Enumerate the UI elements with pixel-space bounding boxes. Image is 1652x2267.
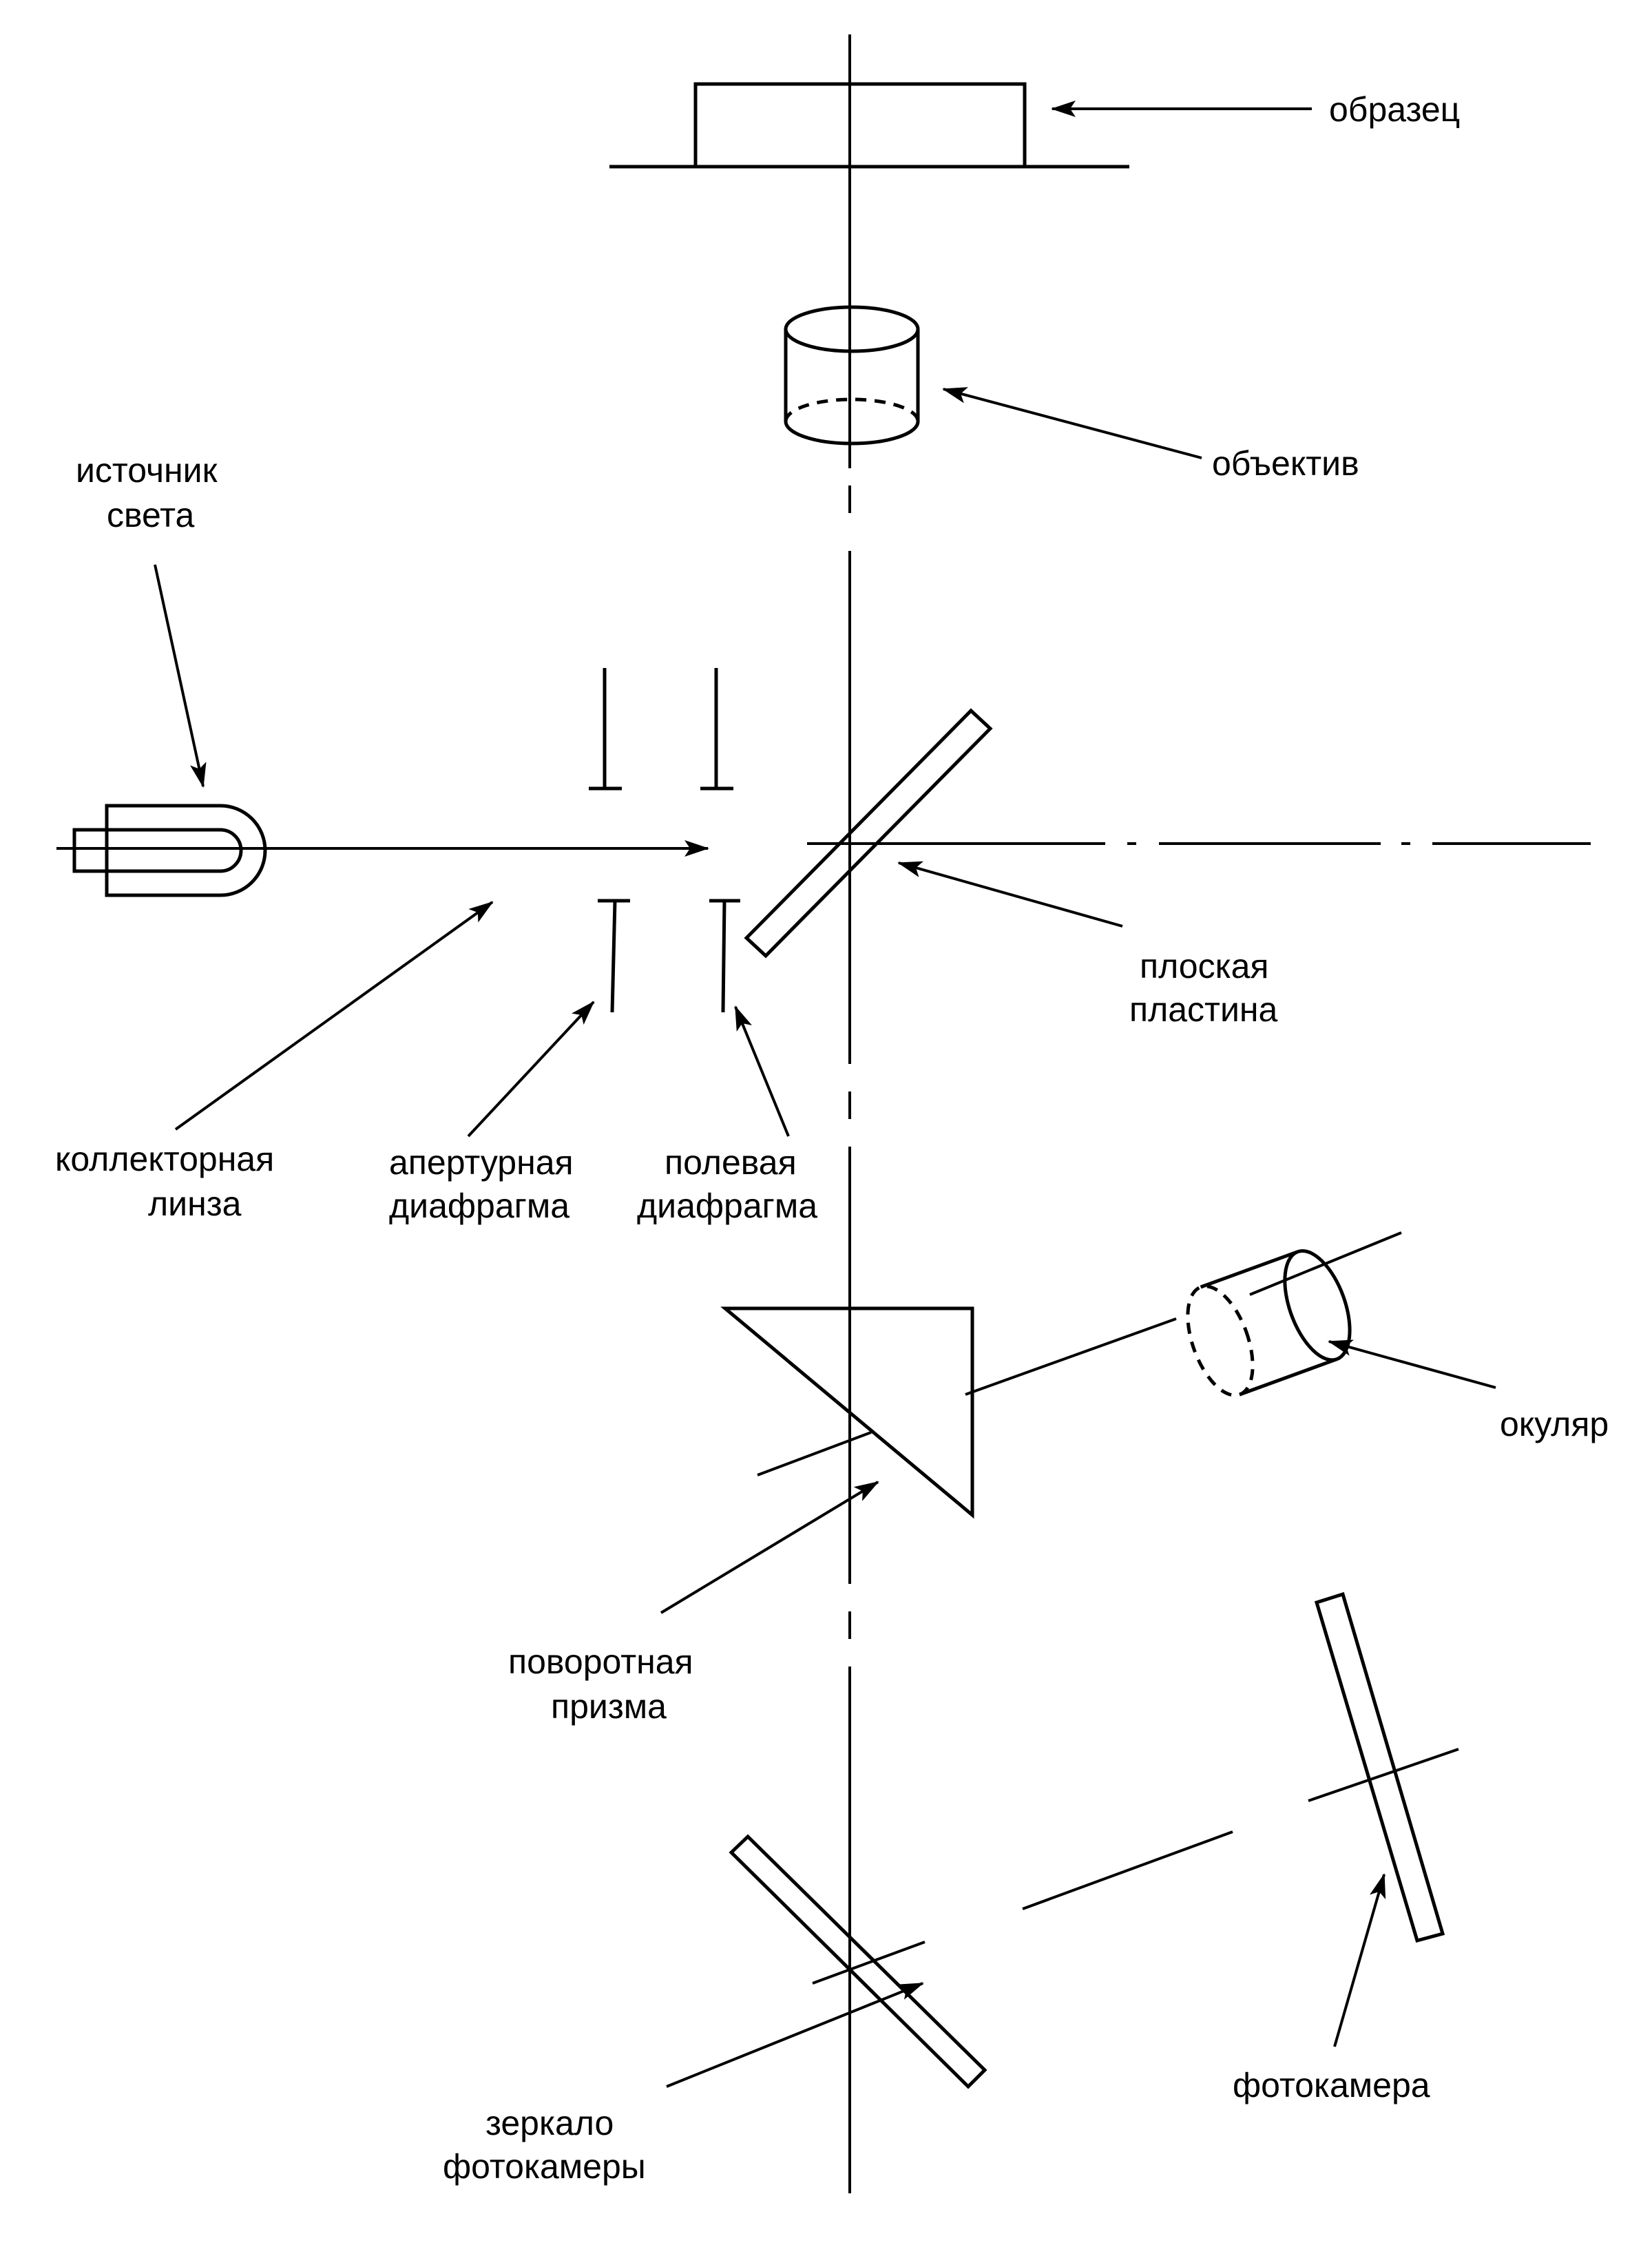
eyepiece-label: окуляр (1500, 1405, 1609, 1443)
field-diaphragm-label-line1: полевая (665, 1143, 797, 1182)
objective-label: объектив (1212, 444, 1359, 483)
turning-prism (720, 1306, 974, 1519)
collector-lens-arrow (174, 901, 494, 1131)
light-source-label-line2: света (107, 496, 194, 534)
eyepiece-arrow (1328, 1339, 1496, 1389)
flat-plate (744, 708, 993, 959)
camera-mirror-label-line2: фотокамеры (443, 2147, 646, 2186)
prism-to-eyepiece-ray (965, 1317, 1177, 1396)
light-source-label-line1: источник (76, 451, 218, 490)
flat-plate-label-line1: плоская (1140, 947, 1268, 985)
objective-lens (784, 305, 920, 446)
turning-prism-label-line2: призма (551, 1687, 667, 1726)
aperture-diaphragm-label-line2: диафрагма (389, 1187, 569, 1225)
turning-prism-label-line1: поворотная (508, 1642, 693, 1681)
camera (1314, 1591, 1445, 1943)
eyepiece (1186, 1231, 1402, 1397)
specimen-label: образец (1329, 90, 1460, 129)
camera-mirror-label-line1: зеркало (485, 2104, 614, 2142)
specimen-block (693, 82, 1027, 169)
light-source-arrow (154, 564, 207, 788)
field-diaphragm (700, 668, 740, 1013)
camera-mirror-arrow (666, 1982, 924, 2088)
collector-lens-label-line1: коллекторная (55, 1140, 274, 1178)
turning-prism-arrow (660, 1481, 879, 1614)
camera-label: фотокамера (1233, 2066, 1430, 2104)
objective-arrow (942, 387, 1202, 459)
collector-lens-label-line2: линза (148, 1184, 242, 1223)
camera-mirror-axis (812, 1941, 926, 1985)
field-diaphragm-arrow (734, 1005, 790, 1137)
camera-mirror (729, 1834, 987, 2089)
aperture-diaphragm-arrow (467, 1001, 595, 1138)
camera-ray (1022, 1830, 1233, 1910)
flat-plate-label-line2: пластина (1129, 990, 1278, 1029)
camera-arrow (1333, 1873, 1386, 2047)
prism-input-ray (757, 1431, 872, 1476)
camera-axis (1308, 1748, 1459, 1802)
aperture-diaphragm (589, 668, 630, 1013)
flat-plate-arrow (897, 861, 1123, 928)
field-diaphragm-label-line2: диафрагма (637, 1187, 817, 1225)
specimen (609, 82, 1129, 169)
aperture-diaphragm-label-line1: апертурная (389, 1143, 574, 1182)
light-source (72, 804, 267, 897)
